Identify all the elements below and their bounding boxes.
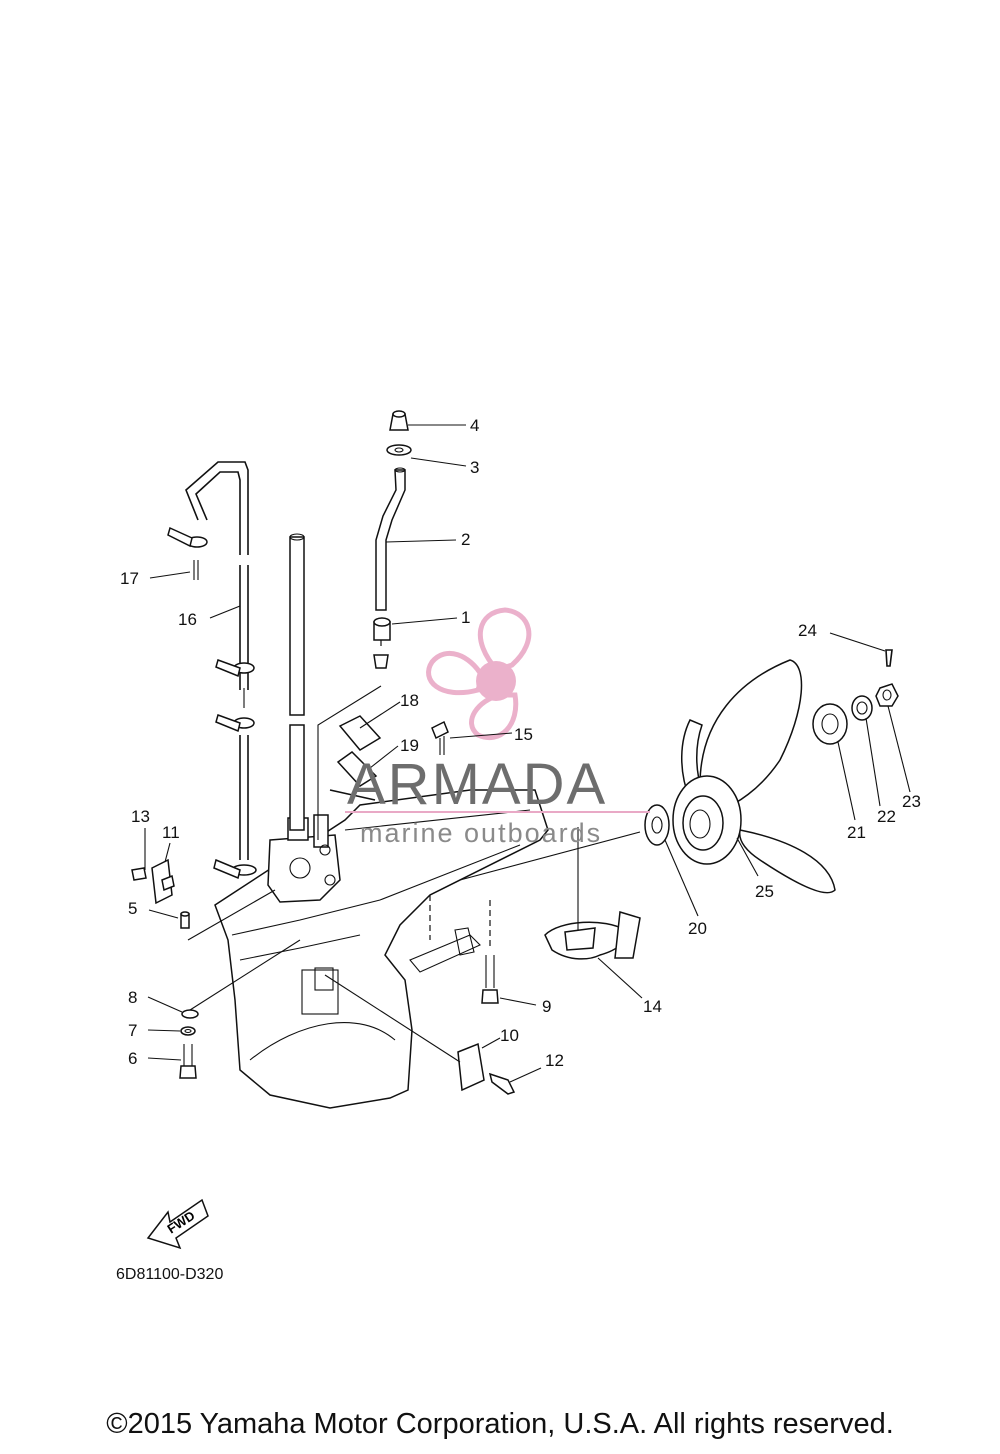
watermark: ARMADA marine outboards (345, 752, 650, 848)
part-label-6: 6 (128, 1049, 137, 1068)
leader-lines (144, 424, 911, 1083)
screw-12 (488, 1072, 516, 1095)
part-label-18: 18 (400, 691, 419, 710)
cotter-pin-24 (885, 649, 893, 667)
bolt-13 (131, 867, 147, 881)
fwd-arrow-icon: FWD (146, 1198, 209, 1250)
part-label-24: 24 (798, 621, 817, 640)
watermark-subtitle: marine outboards (360, 818, 602, 848)
propeller-25 (672, 659, 836, 894)
part-label-22: 22 (877, 807, 896, 826)
part-label-10: 10 (500, 1026, 519, 1045)
watermark-title: ARMADA (347, 752, 607, 817)
bolt-6 (179, 1044, 197, 1079)
part-label-12: 12 (545, 1051, 564, 1070)
part-label-2: 2 (461, 530, 470, 549)
hose-assembly (167, 461, 257, 880)
part-label-15: 15 (514, 725, 533, 744)
part-label-17: 17 (120, 569, 139, 588)
bolt-9 (481, 900, 499, 1004)
part-label-20: 20 (688, 919, 707, 938)
part-label-25: 25 (755, 882, 774, 901)
part-label-23: 23 (902, 792, 921, 811)
plate-10 (457, 1042, 485, 1092)
trim-tab-14 (544, 827, 641, 960)
spacer-21 (812, 703, 848, 745)
part-18-19 (329, 715, 382, 801)
washer-7 (180, 1026, 196, 1036)
part-label-4: 4 (470, 416, 479, 435)
drive-shaft (289, 533, 305, 831)
part-label-8: 8 (128, 988, 137, 1007)
part-label-21: 21 (847, 823, 866, 842)
part-label-1: 1 (461, 608, 470, 627)
water-tube-assembly (317, 410, 412, 840)
part-label-19: 19 (400, 736, 419, 755)
thrust-washer-20 (644, 804, 670, 846)
pin-5 (180, 911, 190, 929)
propeller-logo-icon (426, 607, 532, 741)
drawing-code: 6D81100-D320 (116, 1266, 223, 1283)
washer-8 (181, 1009, 199, 1019)
anode-11 (151, 858, 175, 905)
washer-22 (851, 695, 873, 721)
part-label-9: 9 (542, 997, 551, 1016)
nut-23 (875, 683, 899, 707)
part-labels: 4 3 2 1 18 19 15 17 16 13 11 5 8 7 6 9 1… (120, 416, 921, 1070)
part-label-13: 13 (131, 807, 150, 826)
bolt-15 (431, 720, 449, 755)
part-label-3: 3 (470, 458, 479, 477)
part-label-7: 7 (128, 1021, 137, 1040)
part-label-5: 5 (128, 899, 137, 918)
part-label-14: 14 (643, 997, 662, 1016)
copyright-notice: ©2015 Yamaha Motor Corporation, U.S.A. A… (106, 1408, 894, 1440)
part-label-11: 11 (162, 823, 180, 842)
part-label-16: 16 (178, 610, 197, 629)
